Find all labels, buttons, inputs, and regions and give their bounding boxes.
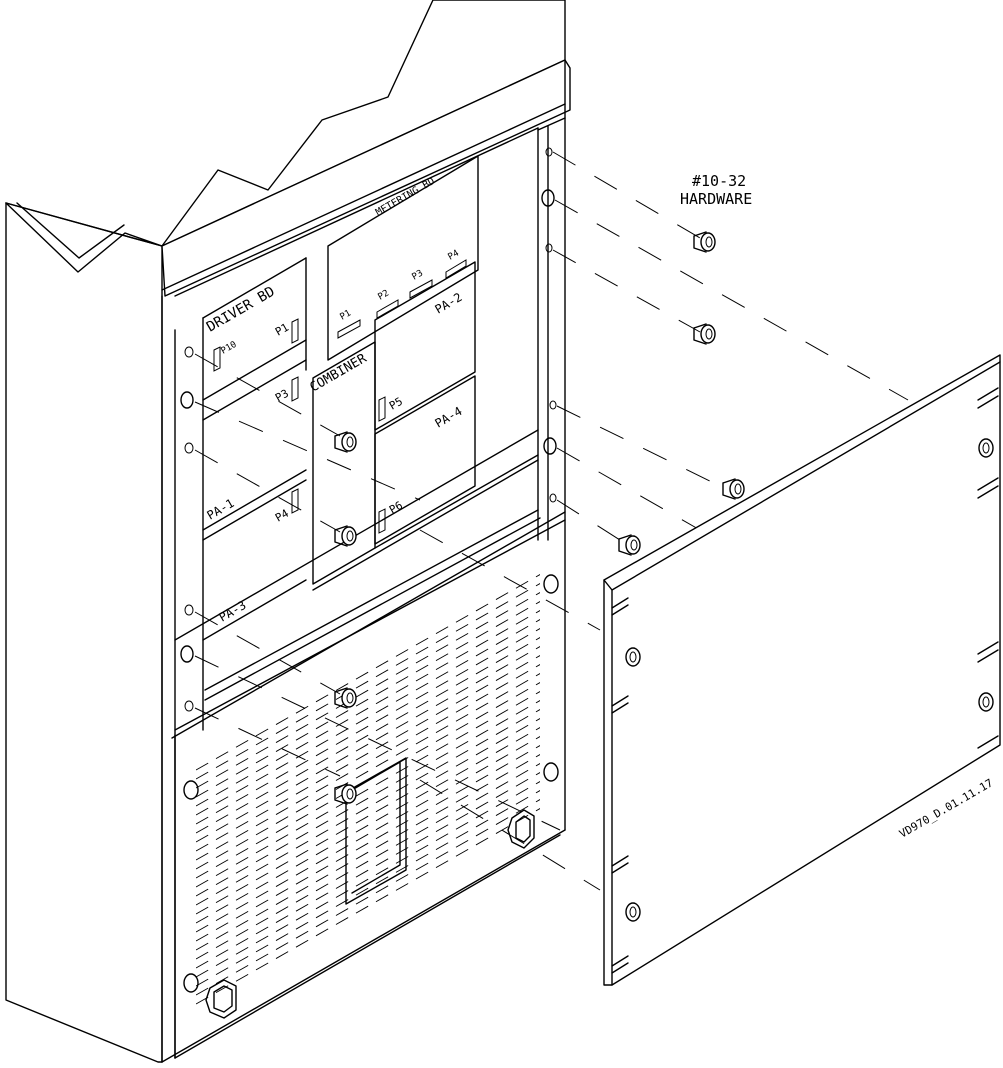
front-panel: VD970_D.01.11.17 (604, 355, 1000, 985)
hatch-stroke (196, 732, 548, 932)
p5-label: P5 (387, 395, 405, 413)
hatch-stroke (196, 723, 548, 923)
driver-board: DRIVER BD P10 P1 (203, 258, 306, 400)
hatch-stroke (196, 750, 548, 950)
p3-label: P3 (273, 387, 291, 405)
hatch-stroke (196, 813, 548, 1013)
screw (694, 324, 715, 344)
hatch-stroke (196, 804, 548, 1004)
screw (619, 535, 640, 555)
hatch-stroke (196, 822, 548, 1022)
combiner-module: COMBINER (308, 342, 376, 584)
screw (723, 479, 744, 499)
hatch-stroke (196, 624, 548, 824)
hatch-stroke (196, 768, 548, 968)
hatch-stroke (196, 858, 548, 1058)
hatch-stroke (196, 795, 548, 995)
hatch-stroke (196, 714, 548, 914)
metering-p3-label: P3 (411, 269, 425, 283)
metering-p4-label: P4 (447, 249, 461, 263)
screw (335, 526, 356, 546)
panel-hatching (196, 570, 548, 1063)
metering-p2-label: P2 (377, 289, 391, 303)
lower-drawer-panel (172, 430, 565, 1063)
screw (694, 232, 715, 252)
p10-label: P10 (220, 340, 239, 357)
hatch-stroke (196, 786, 548, 986)
lift-handles (206, 810, 534, 1018)
hatch-stroke (196, 597, 548, 797)
p6-label: P6 (387, 499, 405, 517)
hatch-stroke (196, 606, 548, 806)
pa3-label: PA-3 (217, 598, 249, 625)
cabinet-side-wall (6, 0, 565, 1062)
hardware-callout-line1: #10-32 (692, 172, 746, 190)
hatch-stroke (196, 741, 548, 941)
pa4-label: PA-4 (433, 404, 465, 431)
metering-p1-label: P1 (339, 309, 353, 323)
pa1-label: PA-1 (205, 496, 237, 523)
driver-p1-label: P1 (273, 321, 291, 339)
hatch-stroke (196, 651, 548, 851)
hatch-stroke (196, 696, 548, 896)
hatch-stroke (196, 588, 548, 788)
hardware-callout-line2: HARDWARE (680, 190, 752, 208)
hatch-stroke (196, 831, 548, 1031)
combiner-label: COMBINER (308, 351, 370, 395)
hatch-stroke (196, 615, 548, 815)
hatch-stroke (196, 669, 548, 869)
pa-modules: PA-1 P3 PA-3 P4 PA-2 P5 PA-4 P6 (203, 262, 538, 640)
hatch-stroke (196, 849, 548, 1049)
hardware-callout: #10-32 HARDWARE (680, 172, 752, 208)
hatch-stroke (196, 705, 548, 905)
screw (335, 784, 356, 804)
hatch-stroke (196, 687, 548, 887)
driver-board-label: DRIVER BD (204, 284, 278, 336)
hatch-stroke (196, 759, 548, 959)
screw (335, 432, 356, 452)
hatch-stroke (196, 642, 548, 842)
cabinet-mounting-holes (181, 148, 558, 992)
hatch-stroke (196, 777, 548, 977)
p4-label: P4 (273, 507, 291, 525)
